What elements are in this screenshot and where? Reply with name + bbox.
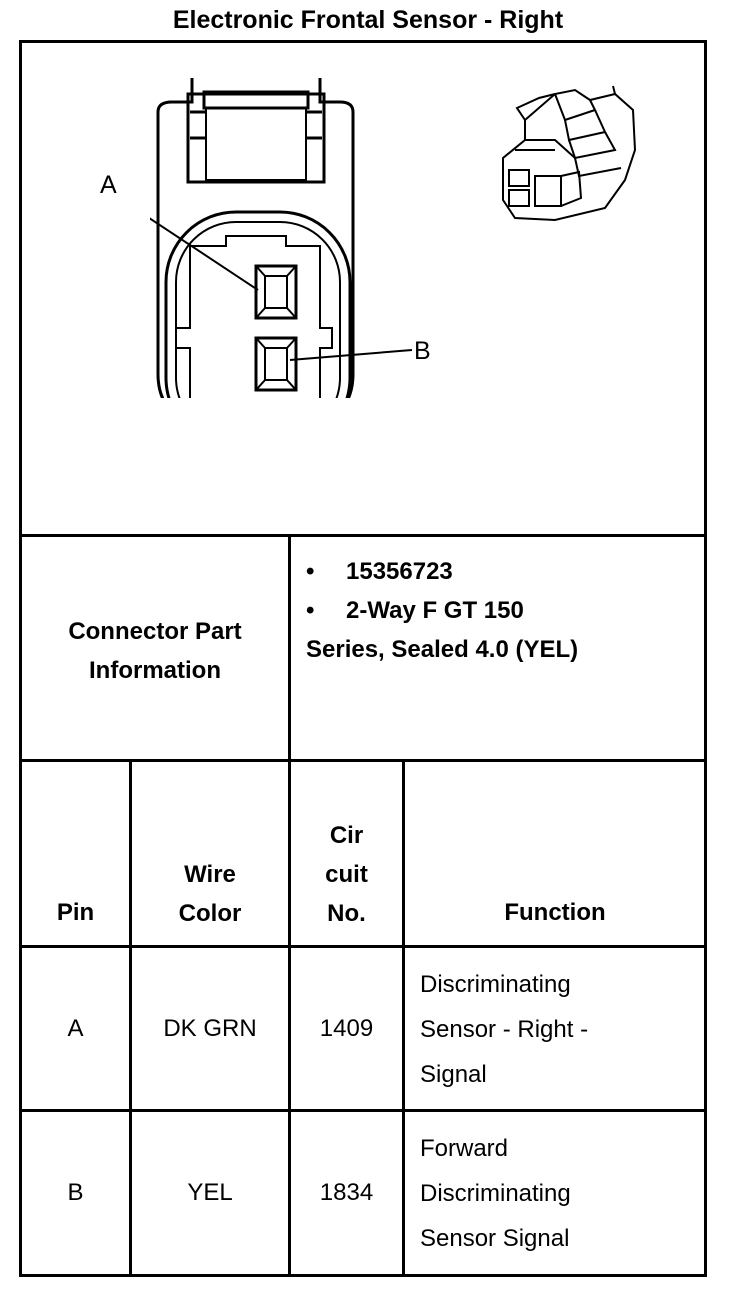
header-wire-color-line2: Color: [178, 900, 242, 927]
cell-function-line: Signal: [420, 1061, 487, 1088]
cell-pin: A: [67, 1015, 84, 1042]
cell-pin: B: [67, 1179, 84, 1206]
cell-wire-color: DK GRN: [163, 1015, 257, 1042]
connector-info-label: Connector Part Information: [22, 612, 288, 690]
cell-function-line: Sensor Signal: [420, 1225, 570, 1252]
pin-label-a: A: [100, 171, 117, 199]
header-circuit-line3: No.: [327, 900, 366, 927]
border-left: [19, 40, 22, 1277]
connector-3d-view-icon: [502, 85, 637, 222]
border-right: [704, 40, 707, 1277]
header-circuit-line1: Cir: [329, 822, 364, 849]
pin-label-b: B: [414, 337, 431, 365]
col-divider-2: [129, 760, 132, 1276]
header-wire-color: Wire Color: [132, 855, 288, 933]
cell-circuit: 1409: [319, 1015, 374, 1042]
cell-wire-color: YEL: [187, 1179, 233, 1206]
border-bottom: [20, 1274, 707, 1277]
header-pin: Pin: [56, 899, 95, 926]
divider-row-a: [20, 1109, 707, 1112]
connector-desc-line2: Series, Sealed 4.0 (YEL): [306, 636, 579, 663]
connector-info-label-line1: Connector Part: [68, 618, 242, 645]
cell-function: Discriminating Sensor - Right - Signal: [420, 962, 700, 1097]
divider-diagram: [20, 534, 707, 537]
cell-function-line: Discriminating: [420, 1180, 571, 1207]
header-wire-color-line1: Wire: [184, 861, 236, 888]
col-divider-3: [402, 760, 405, 1276]
cell-circuit: 1834: [319, 1179, 374, 1206]
cell-function-line: Discriminating: [420, 971, 571, 998]
cell-function: Forward Discriminating Sensor Signal: [420, 1126, 700, 1261]
header-circuit: Cir cuit No.: [291, 816, 402, 933]
part-number: 15356723: [346, 558, 453, 585]
bullet: •: [306, 558, 315, 585]
divider-info: [20, 759, 707, 762]
connector-face-view-icon: [150, 78, 413, 398]
page-title: Electronic Frontal Sensor - Right: [172, 6, 564, 34]
border-top: [20, 40, 707, 43]
connector-desc-item: • 2-Way F GT 150: [306, 591, 696, 630]
cell-function-line: Forward: [420, 1135, 509, 1162]
header-circuit-line2: cuit: [325, 861, 368, 888]
divider-header: [20, 945, 707, 948]
connector-info-values: • 15356723 • 2-Way F GT 150 Series, Sealed…: [306, 552, 696, 669]
part-number-item: • 15356723: [306, 552, 696, 591]
header-function: Function: [504, 899, 606, 926]
connector-desc-line1: 2-Way F GT 150: [346, 597, 524, 624]
cell-function-line: Sensor - Right -: [420, 1016, 589, 1043]
connector-info-label-line2: Information: [89, 657, 221, 684]
col-divider-1: [288, 535, 291, 1276]
bullet: •: [306, 597, 315, 624]
